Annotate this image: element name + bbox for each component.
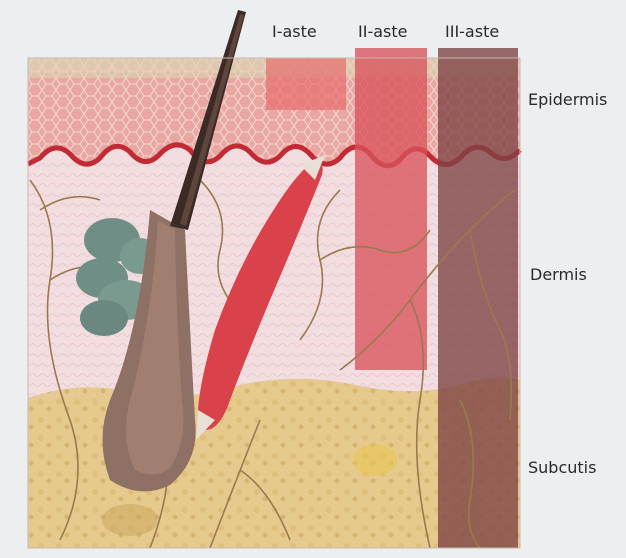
second-degree-label: II-aste bbox=[358, 22, 407, 41]
second-degree-burn-band bbox=[355, 48, 427, 370]
first-degree-label: I-aste bbox=[272, 22, 317, 41]
epidermis-label: Epidermis bbox=[528, 90, 607, 109]
third-degree-label: III-aste bbox=[445, 22, 499, 41]
subcutis-label: Subcutis bbox=[528, 458, 596, 477]
third-degree-burn-band bbox=[438, 48, 518, 548]
first-degree-burn-band bbox=[266, 58, 346, 110]
dermis-label: Dermis bbox=[530, 265, 587, 284]
